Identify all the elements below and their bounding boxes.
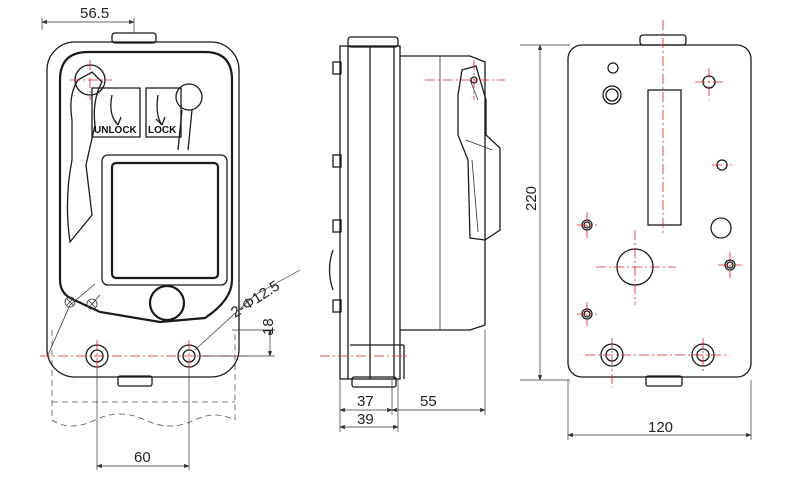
side-bottom-cap — [351, 376, 397, 388]
rear-hole-top-left — [607, 62, 619, 74]
lock-arrow-icon — [155, 94, 166, 126]
rear-hole-left — [602, 85, 622, 105]
bottom-button — [148, 284, 186, 322]
side-body — [400, 55, 486, 331]
side-view: 37 55 39 — [320, 36, 505, 432]
front-body-outline — [46, 41, 240, 378]
rear-hole-right-large — [710, 217, 732, 239]
side-top-cap — [347, 36, 399, 48]
mounting-ghost-outline — [51, 330, 236, 427]
side-lever — [457, 65, 501, 241]
window-frame — [101, 154, 228, 286]
dim-56-5: 56.5 — [80, 5, 109, 22]
unlock-label: UNLOCK — [94, 125, 138, 136]
side-knob-2 — [332, 154, 342, 168]
side-knob-4 — [332, 299, 342, 313]
screw-left-1 — [64, 296, 76, 308]
operating-lever — [66, 71, 103, 244]
dim-220: 220 — [523, 186, 540, 211]
front-view: UNLOCK LOCK 56.5 — [40, 5, 301, 470]
lock-knob — [175, 83, 203, 111]
dim-120: 120 — [648, 419, 673, 436]
lock-label: LOCK — [148, 125, 177, 136]
unlock-arrow-icon — [110, 94, 122, 126]
rear-slot — [647, 89, 682, 226]
lock-label-box — [145, 87, 182, 138]
bottom-shaft-cap — [117, 375, 153, 387]
screw-left-2 — [86, 298, 98, 310]
dim-18: 18 — [260, 318, 277, 335]
side-knob-1 — [332, 61, 342, 75]
front-inner-panel — [58, 50, 234, 324]
dim-37: 37 — [357, 393, 374, 410]
rear-body — [567, 44, 752, 378]
dim-55: 55 — [420, 393, 437, 410]
dim-39: 39 — [357, 411, 374, 428]
dim-60: 60 — [134, 449, 151, 466]
dim-2-phi-12-5: 2-Φ12.5 — [228, 277, 283, 321]
rear-view: 220 — [520, 20, 752, 440]
side-knob-3 — [332, 219, 342, 233]
rear-bottom-cap — [645, 375, 683, 387]
unlock-label-box — [91, 87, 141, 138]
side-bump — [328, 249, 334, 291]
viewing-window — [110, 161, 220, 280]
lock-knob-stem — [177, 109, 193, 151]
